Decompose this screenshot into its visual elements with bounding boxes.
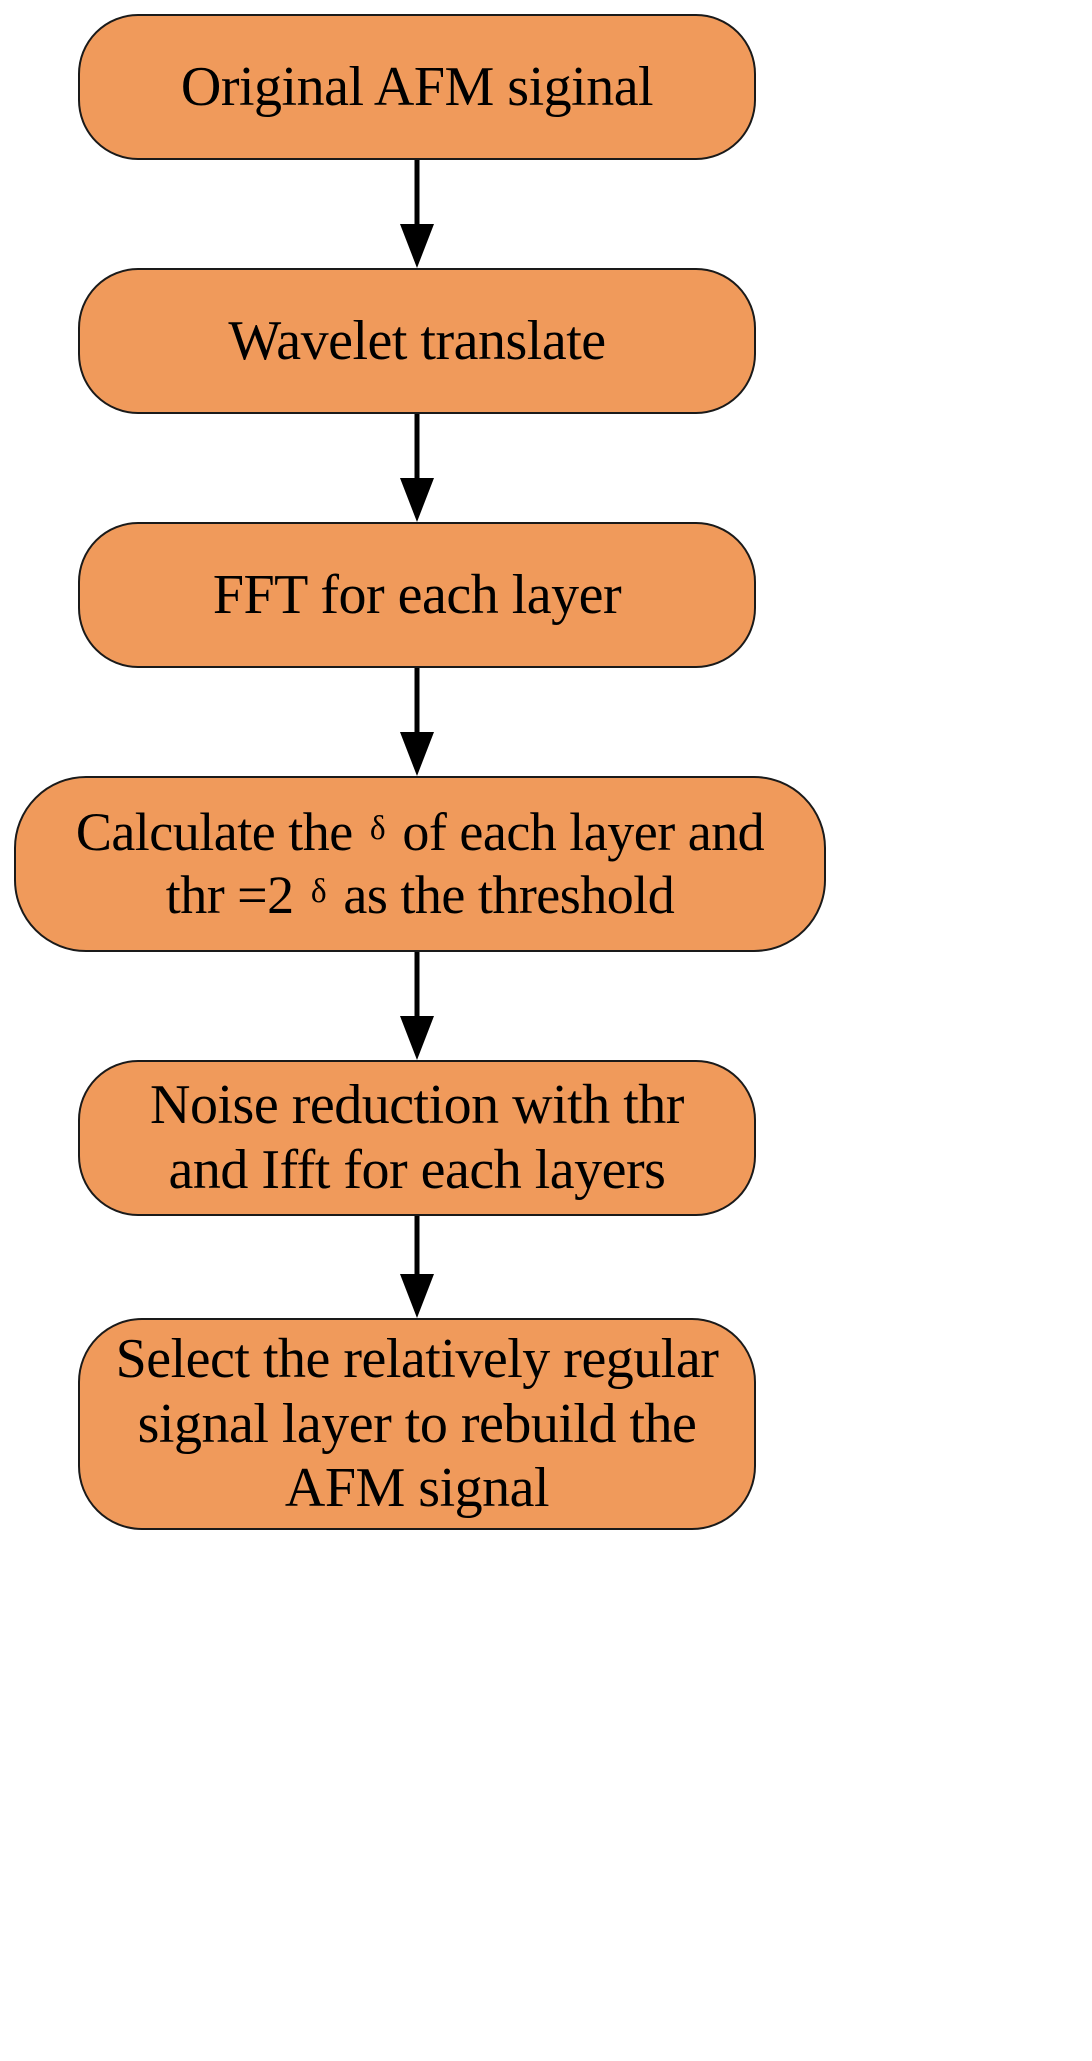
- flow-node-label-line-2: signal layer to rebuild the: [137, 1392, 697, 1455]
- flow-arrow-4: [0, 952, 1092, 1060]
- threshold-formula-suffix: as the threshold: [343, 865, 675, 925]
- delta-symbol: δ: [369, 810, 386, 847]
- flow-node-rebuild-afm-signal[interactable]: Select the relatively regular signal lay…: [78, 1318, 756, 1530]
- threshold-text-prefix: Calculate the: [75, 802, 353, 863]
- flow-node-label-line-3: AFM signal: [284, 1457, 550, 1520]
- flow-node-label-line-1: Noise reduction with thr: [150, 1074, 684, 1137]
- flow-arrow-3: [0, 668, 1092, 776]
- threshold-text-suffix: of each layer and: [402, 802, 765, 863]
- flow-node-label-line-1: Select the relatively regular: [115, 1327, 719, 1390]
- flow-node-label-line-1: Calculate the δ of each layer and: [75, 801, 765, 864]
- flow-arrow-2: [0, 414, 1092, 522]
- flow-node-label: FFT for each layer: [212, 563, 622, 626]
- flow-node-label-line-2: and Ifft for each layers: [168, 1139, 666, 1201]
- flow-node-fft-each-layer[interactable]: FFT for each layer: [78, 522, 756, 668]
- flow-node-label: Original AFM siginal: [180, 55, 654, 118]
- delta-symbol: δ: [310, 872, 327, 910]
- flow-node-label-line-2: thr =2 δ as the threshold: [166, 864, 675, 927]
- flow-node-label: Wavelet translate: [228, 309, 606, 372]
- flow-node-noise-reduction[interactable]: Noise reduction with thr and Ifft for ea…: [78, 1060, 756, 1216]
- flow-node-original-afm-signal[interactable]: Original AFM siginal: [78, 14, 756, 160]
- flow-arrow-5: [0, 1216, 1092, 1318]
- flow-arrow-1: [0, 160, 1092, 268]
- flow-node-wavelet-translate[interactable]: Wavelet translate: [78, 268, 756, 414]
- threshold-formula-prefix: thr =2: [165, 865, 294, 925]
